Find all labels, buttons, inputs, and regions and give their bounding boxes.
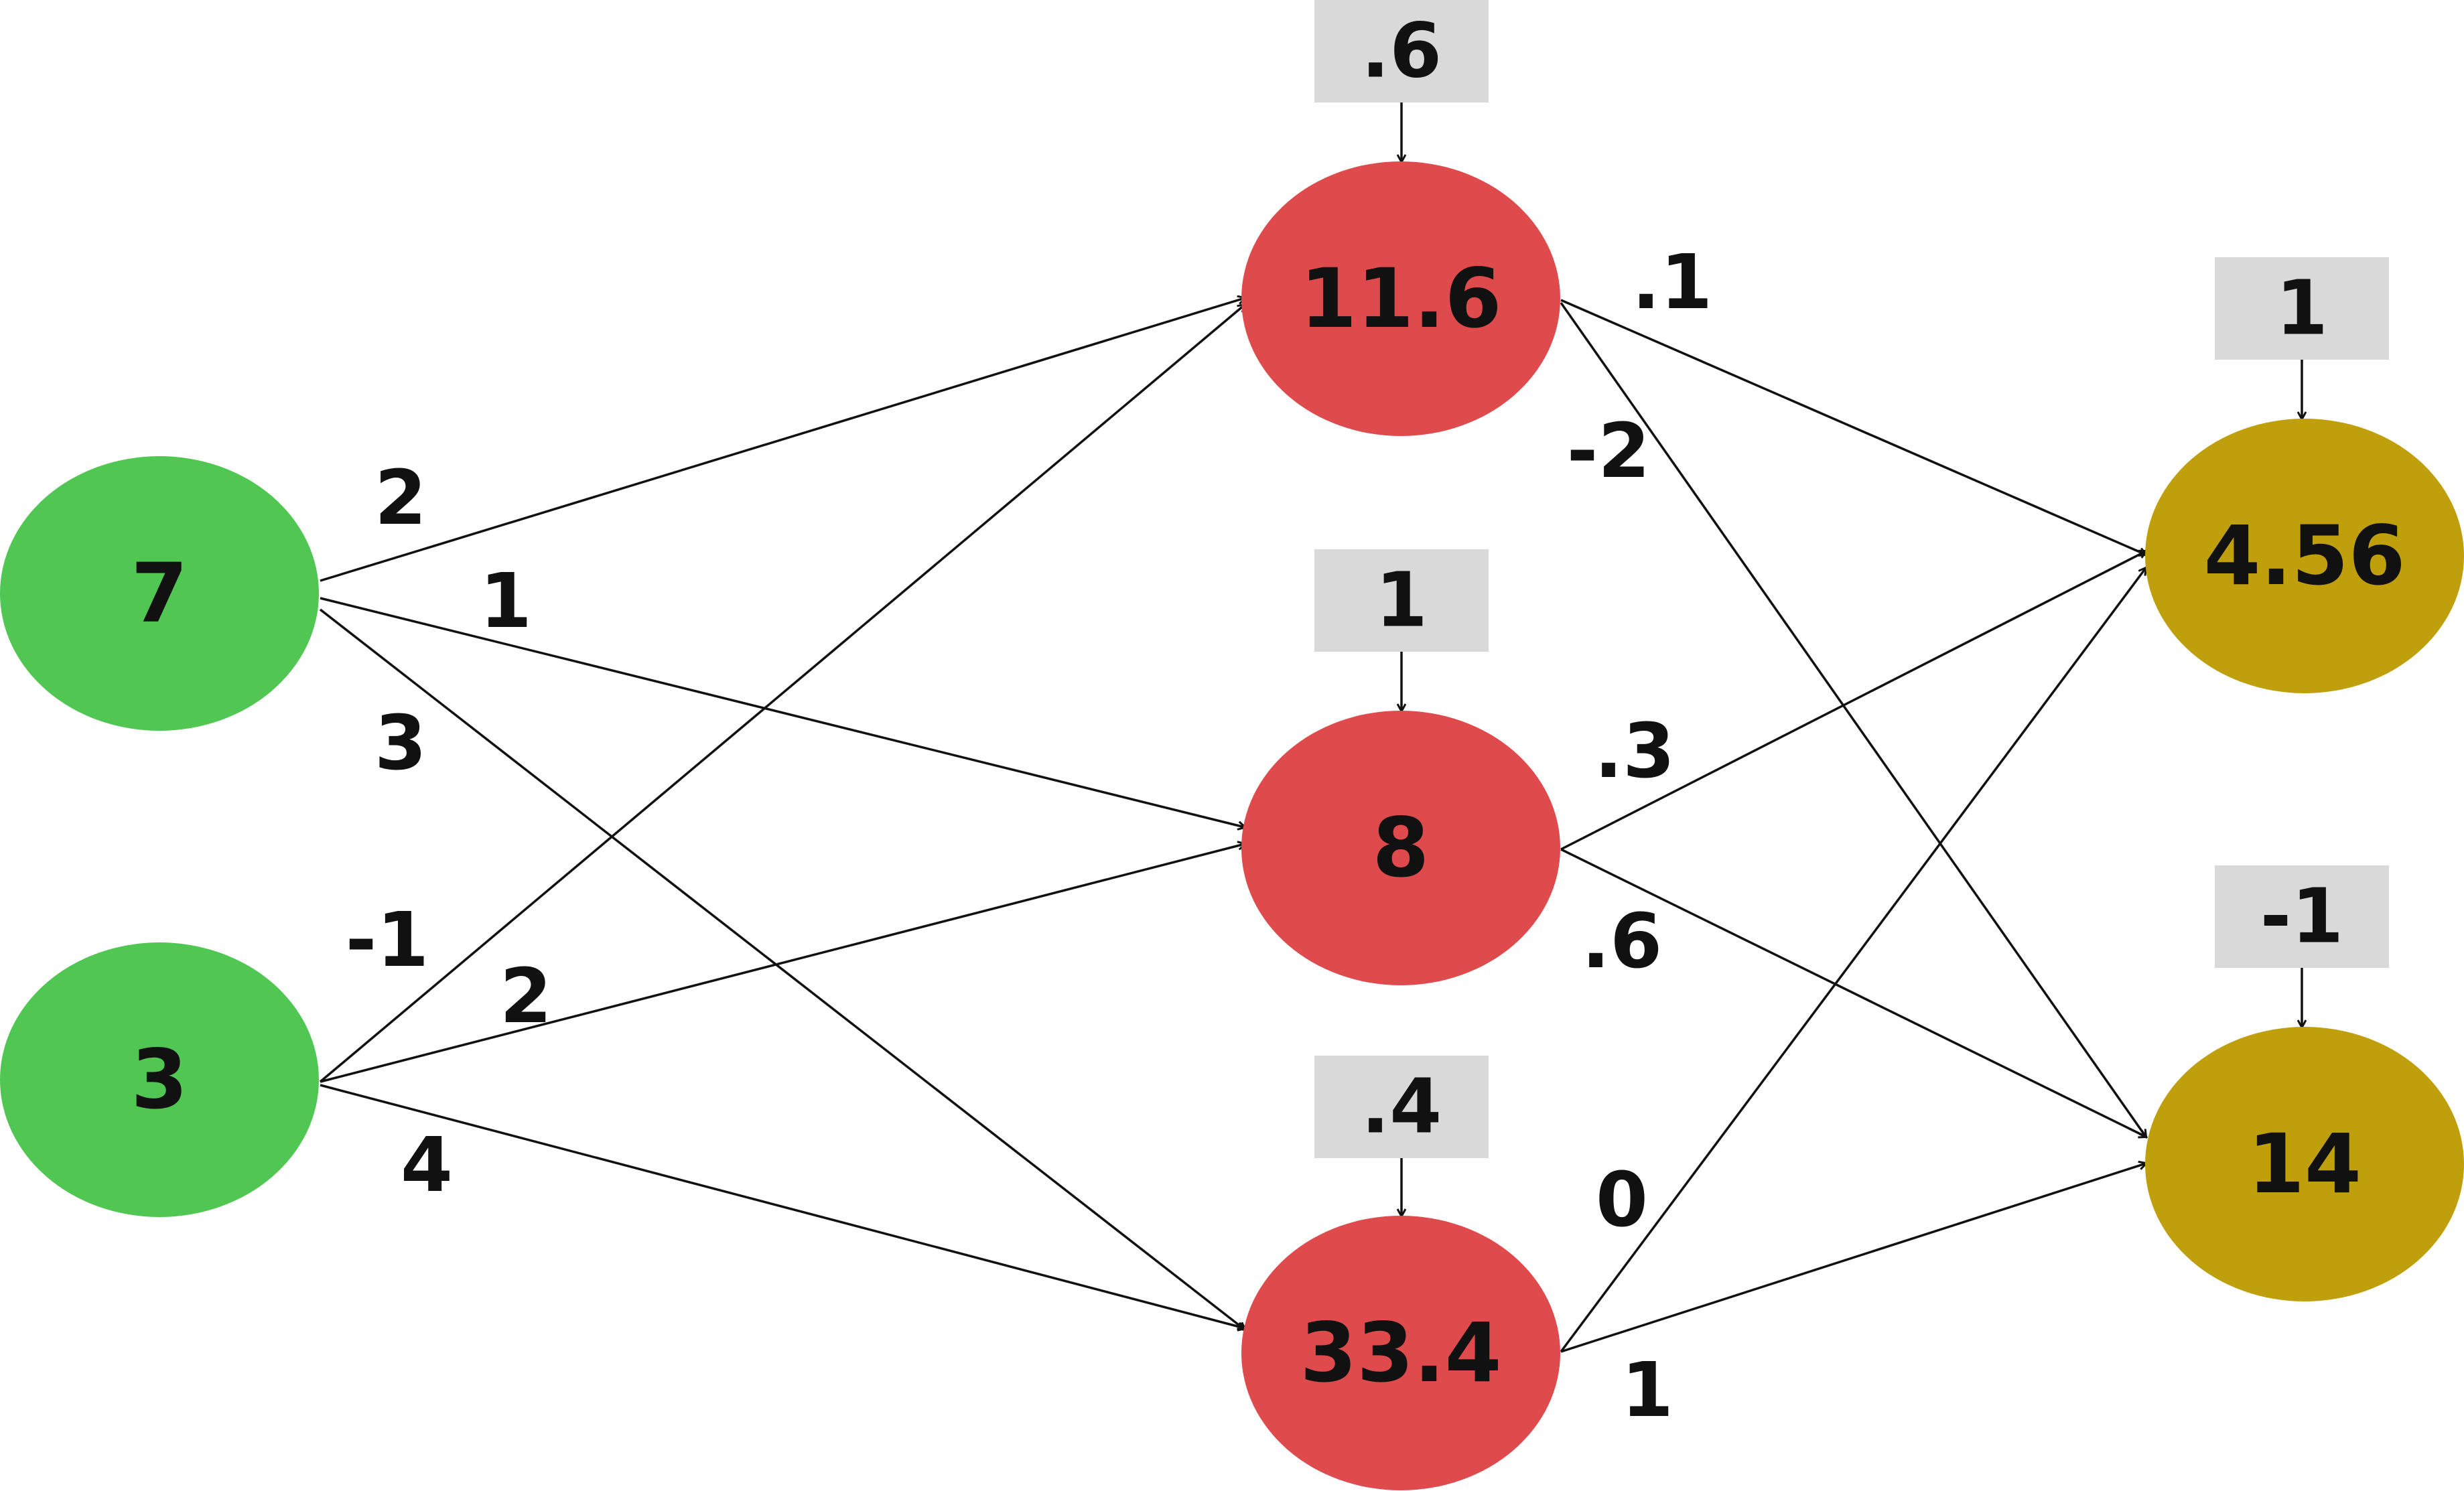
output-node-1-label: 4.56 xyxy=(2203,508,2405,604)
input-node-1 xyxy=(0,456,319,731)
hidden-node-2 xyxy=(1241,711,1560,985)
weight-label-i1-h3: 3 xyxy=(374,700,427,787)
edge-i2-h3 xyxy=(320,1084,1245,1328)
weight-label-i2-h2: 2 xyxy=(500,953,552,1040)
edge-h2-o1 xyxy=(1560,551,2146,851)
weight-label-h1-o2: -2 xyxy=(1567,408,1650,495)
hidden-node-1-label: 11.6 xyxy=(1300,251,1501,346)
weight-label-h2-o2: .6 xyxy=(1582,898,1662,985)
weight-label-h3-o1: 0 xyxy=(1596,1157,1648,1244)
weights-layer: 213-124.1-2.3.601 xyxy=(346,239,1712,1434)
bias-label-h1: .6 xyxy=(1361,8,1442,95)
bias-box-o2 xyxy=(2215,865,2389,968)
weight-label-i2-h3: 4 xyxy=(401,1122,453,1209)
output-node-1 xyxy=(2145,419,2464,693)
weight-label-h2-o1: .3 xyxy=(1594,708,1675,795)
bias-layer: .6 1 .4 1 -1 xyxy=(1314,0,2389,1216)
input-node-2 xyxy=(0,942,319,1217)
bias-box-h3 xyxy=(1314,1056,1489,1158)
input-node-1-label: 7 xyxy=(131,546,188,641)
edge-i2-h2 xyxy=(320,844,1245,1083)
weight-label-h3-o2: 1 xyxy=(1621,1347,1673,1434)
edge-i1-h2 xyxy=(320,597,1245,827)
edge-h3-o2 xyxy=(1560,1163,2146,1353)
bias-box-o1 xyxy=(2215,257,2389,360)
bias-box-h1 xyxy=(1314,0,1489,102)
weight-label-i1-h2: 1 xyxy=(480,558,532,645)
edges-layer xyxy=(319,298,2146,1353)
hidden-node-3-label: 33.4 xyxy=(1300,1305,1501,1401)
edge-i2-h1 xyxy=(319,305,1245,1083)
bias-box-h2 xyxy=(1314,549,1489,652)
bias-label-h2: 1 xyxy=(1375,557,1428,644)
bias-label-o2: -1 xyxy=(2260,873,2343,961)
edge-h1-o1 xyxy=(1560,299,2146,555)
bias-label-o1: 1 xyxy=(2276,265,2328,352)
input-node-2-label: 3 xyxy=(131,1032,188,1127)
weight-label-h1-o1: .1 xyxy=(1632,239,1712,326)
bias-label-h3: .4 xyxy=(1361,1064,1442,1151)
hidden-node-1 xyxy=(1241,161,1560,436)
edge-i1-h1 xyxy=(320,298,1245,582)
hidden-node-2-label: 8 xyxy=(1373,800,1430,896)
weight-label-i2-h1: -1 xyxy=(346,897,429,984)
edge-i1-h3 xyxy=(319,608,1245,1330)
edge-h2-o2 xyxy=(1560,848,2146,1137)
edge-h1-o2 xyxy=(1560,301,2146,1137)
edge-h3-o1 xyxy=(1560,568,2146,1353)
weight-label-i1-h1: 2 xyxy=(374,455,427,542)
output-node-2-label: 14 xyxy=(2248,1117,2362,1212)
output-node-2 xyxy=(2145,1027,2464,1301)
hidden-node-3 xyxy=(1241,1216,1560,1490)
